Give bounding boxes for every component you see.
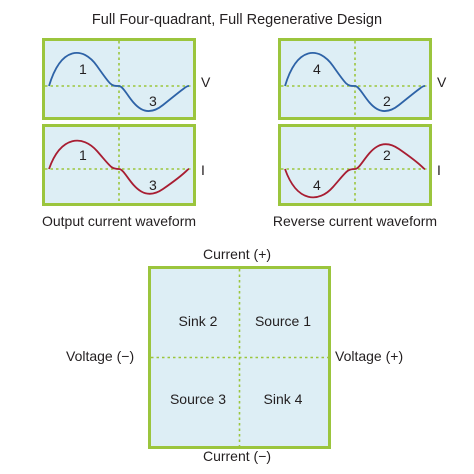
- quadrant-label: 3: [149, 177, 157, 193]
- voltage-sine-wave: [48, 51, 190, 112]
- output-current-panel: 1 3: [42, 124, 196, 206]
- voltage-positive-label: Voltage (+): [335, 348, 404, 364]
- quadrant-sink-2: Sink 2: [178, 313, 218, 329]
- current-axis-label: I: [201, 162, 205, 178]
- quadrant-label: 1: [79, 61, 87, 77]
- reverse-current-panel: 2 4: [278, 124, 432, 206]
- voltage-sine-wave: [284, 51, 426, 112]
- quadrant-label: 3: [149, 93, 157, 109]
- voltage-axis-label: V: [201, 74, 211, 90]
- current-axis-label: I: [437, 162, 441, 178]
- output-voltage-panel: 1 3: [42, 38, 196, 120]
- output-current-plot: [45, 127, 193, 203]
- output-voltage-plot: [45, 41, 193, 117]
- quadrant-label: 4: [313, 61, 321, 77]
- current-negative-label: Current (−): [202, 448, 272, 464]
- quadrant-diagram: Sink 2 Source 1 Source 3 Sink 4: [148, 266, 331, 449]
- current-positive-label: Current (+): [202, 246, 272, 262]
- quadrant-label: 2: [383, 147, 391, 163]
- quadrant-label: 4: [313, 177, 321, 193]
- reverse-voltage-panel: 4 2: [278, 38, 432, 120]
- quadrant-axes: [151, 269, 328, 446]
- voltage-axis-label: V: [437, 74, 447, 90]
- reverse-waveform-caption: Reverse current waveform: [272, 213, 438, 229]
- quadrant-source-1: Source 1: [254, 313, 312, 329]
- quadrant-label: 2: [383, 93, 391, 109]
- reverse-current-plot: [281, 127, 429, 203]
- quadrant-label: 1: [79, 147, 87, 163]
- output-waveform-caption: Output current waveform: [41, 213, 197, 229]
- voltage-negative-label: Voltage (−): [66, 348, 135, 364]
- current-sine-wave: [48, 139, 190, 195]
- current-sine-wave: [284, 143, 426, 199]
- diagram-title: Full Four-quadrant, Full Regenerative De…: [91, 12, 383, 28]
- reverse-voltage-plot: [281, 41, 429, 117]
- quadrant-source-3: Source 3: [169, 391, 227, 407]
- quadrant-sink-4: Sink 4: [263, 391, 303, 407]
